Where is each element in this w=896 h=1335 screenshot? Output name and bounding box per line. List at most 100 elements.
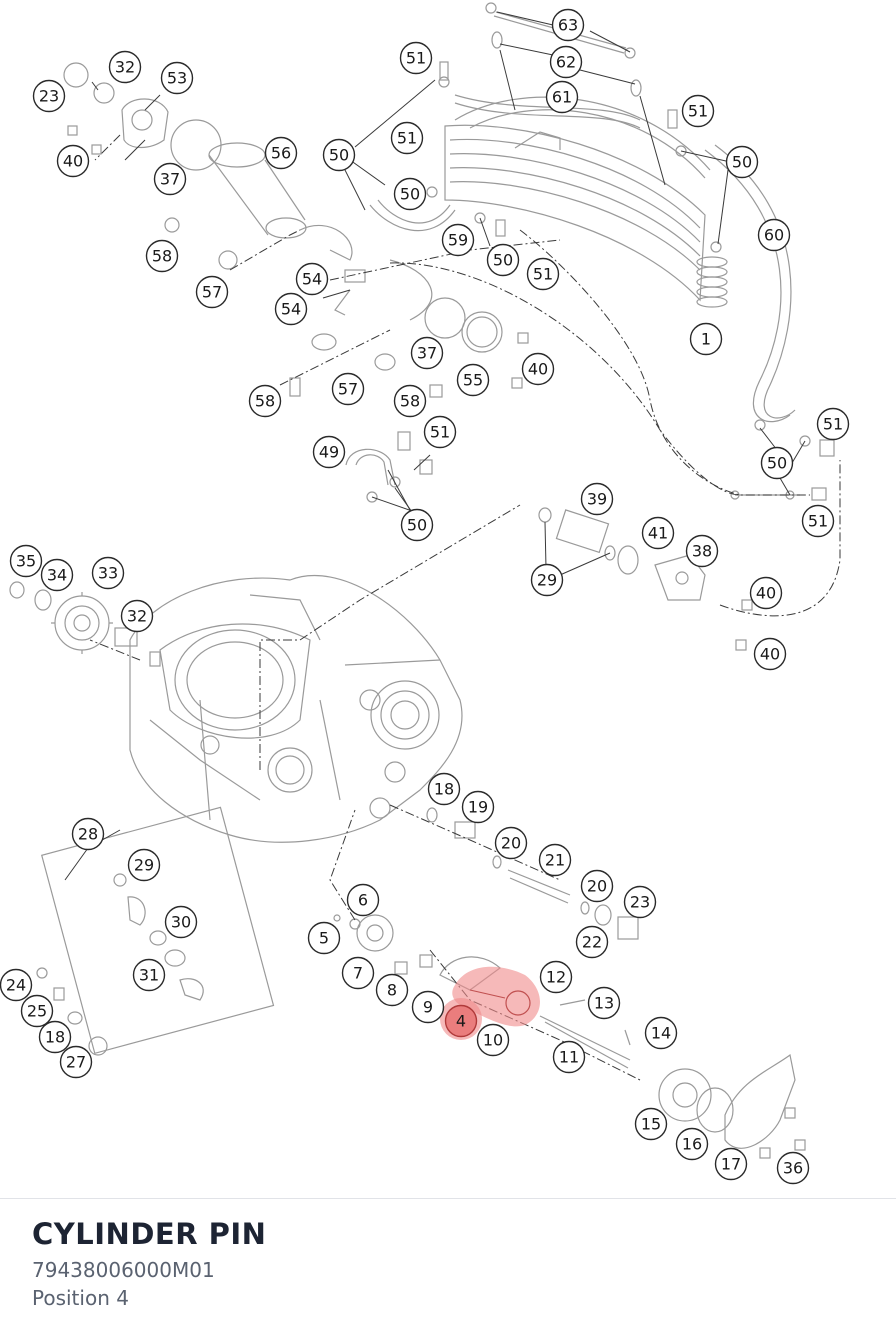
callout-50[interactable]: 50 xyxy=(760,446,794,480)
callout-circle xyxy=(634,1107,668,1141)
callout-38[interactable]: 38 xyxy=(685,534,719,568)
callout-label: 38 xyxy=(692,542,712,561)
callout-63[interactable]: 63 xyxy=(551,8,585,42)
callout-circle xyxy=(153,162,187,196)
callout-56[interactable]: 56 xyxy=(264,136,298,170)
callout-58[interactable]: 58 xyxy=(248,384,282,418)
callout-9[interactable]: 9 xyxy=(411,990,445,1024)
callout-51[interactable]: 51 xyxy=(681,94,715,128)
valve-assembly xyxy=(36,806,275,1056)
callout-20[interactable]: 20 xyxy=(580,869,614,903)
callout-34[interactable]: 34 xyxy=(40,558,74,592)
callout-50[interactable]: 50 xyxy=(486,243,520,277)
callout-29[interactable]: 29 xyxy=(530,563,564,597)
callout-8[interactable]: 8 xyxy=(375,973,409,1007)
callout-33[interactable]: 33 xyxy=(91,556,125,590)
callout-11[interactable]: 11 xyxy=(552,1040,586,1074)
callout-57[interactable]: 57 xyxy=(195,275,229,309)
callout-29[interactable]: 29 xyxy=(127,848,161,882)
callout-label: 8 xyxy=(387,981,397,1000)
callout-32[interactable]: 32 xyxy=(120,599,154,633)
callout-5[interactable]: 5 xyxy=(307,921,341,955)
callout-50[interactable]: 50 xyxy=(400,508,434,542)
callout-40[interactable]: 40 xyxy=(749,576,783,610)
callout-27[interactable]: 27 xyxy=(59,1045,93,1079)
callout-49[interactable]: 49 xyxy=(312,435,346,469)
callout-4[interactable]: 4 xyxy=(444,1004,478,1038)
callout-60[interactable]: 60 xyxy=(757,218,791,252)
callout-31[interactable]: 31 xyxy=(132,958,166,992)
callout-15[interactable]: 15 xyxy=(634,1107,668,1141)
callout-12[interactable]: 12 xyxy=(539,960,573,994)
callout-label: 32 xyxy=(115,58,135,77)
callout-21[interactable]: 21 xyxy=(538,843,572,877)
callout-40[interactable]: 40 xyxy=(56,144,90,178)
callout-circle xyxy=(545,80,579,114)
callout-circle xyxy=(400,508,434,542)
callout-36[interactable]: 36 xyxy=(776,1151,810,1185)
callout-28[interactable]: 28 xyxy=(71,817,105,851)
callout-circle xyxy=(526,257,560,291)
callout-59[interactable]: 59 xyxy=(441,223,475,257)
callout-39[interactable]: 39 xyxy=(580,482,614,516)
callout-17[interactable]: 17 xyxy=(714,1147,748,1181)
callout-35[interactable]: 35 xyxy=(9,544,43,578)
callout-label: 37 xyxy=(417,344,437,363)
oil-line-assembly xyxy=(345,419,835,503)
callout-circle xyxy=(346,883,380,917)
callout-25[interactable]: 25 xyxy=(20,994,54,1028)
callout-40[interactable]: 40 xyxy=(753,637,787,671)
callout-51[interactable]: 51 xyxy=(816,407,850,441)
callout-16[interactable]: 16 xyxy=(675,1127,709,1161)
callout-label: 29 xyxy=(134,856,154,875)
callout-6[interactable]: 6 xyxy=(346,883,380,917)
callout-54[interactable]: 54 xyxy=(274,292,308,326)
callout-circle xyxy=(757,218,791,252)
callout-circle xyxy=(264,136,298,170)
callout-13[interactable]: 13 xyxy=(587,986,621,1020)
callout-14[interactable]: 14 xyxy=(644,1016,678,1050)
callout-50[interactable]: 50 xyxy=(393,177,427,211)
callout-37[interactable]: 37 xyxy=(410,336,444,370)
callout-51[interactable]: 51 xyxy=(526,257,560,291)
callout-label: 11 xyxy=(559,1048,579,1067)
callout-20[interactable]: 20 xyxy=(494,826,528,860)
callout-label: 29 xyxy=(537,571,557,590)
callout-24[interactable]: 24 xyxy=(0,968,33,1002)
callout-19[interactable]: 19 xyxy=(461,790,495,824)
callout-51[interactable]: 51 xyxy=(423,415,457,449)
callout-41[interactable]: 41 xyxy=(641,516,675,550)
callout-18[interactable]: 18 xyxy=(427,772,461,806)
callout-label: 60 xyxy=(764,226,784,245)
callout-51[interactable]: 51 xyxy=(390,121,424,155)
callout-40[interactable]: 40 xyxy=(521,352,555,386)
callout-37[interactable]: 37 xyxy=(153,162,187,196)
callout-57[interactable]: 57 xyxy=(331,372,365,406)
callout-50[interactable]: 50 xyxy=(725,145,759,179)
callout-10[interactable]: 10 xyxy=(476,1023,510,1057)
callout-50[interactable]: 50 xyxy=(322,138,356,172)
callout-7[interactable]: 7 xyxy=(341,956,375,990)
callout-58[interactable]: 58 xyxy=(393,384,427,418)
callout-23[interactable]: 23 xyxy=(623,885,657,919)
callout-circle xyxy=(580,482,614,516)
callout-32[interactable]: 32 xyxy=(108,50,142,84)
callout-layer: 6362615151515050506059505112332534037565… xyxy=(0,8,850,1185)
callout-label: 30 xyxy=(171,913,191,932)
callout-51[interactable]: 51 xyxy=(399,41,433,75)
callout-51[interactable]: 51 xyxy=(801,504,835,538)
callout-62[interactable]: 62 xyxy=(549,45,583,79)
callout-55[interactable]: 55 xyxy=(456,363,490,397)
callout-22[interactable]: 22 xyxy=(575,925,609,959)
callout-circle xyxy=(580,869,614,903)
callout-23[interactable]: 23 xyxy=(32,79,66,113)
callout-18[interactable]: 18 xyxy=(38,1020,72,1054)
callout-61[interactable]: 61 xyxy=(545,80,579,114)
callout-58[interactable]: 58 xyxy=(145,239,179,273)
callout-label: 31 xyxy=(139,966,159,985)
callout-1[interactable]: 1 xyxy=(689,322,723,356)
callout-30[interactable]: 30 xyxy=(164,905,198,939)
callout-53[interactable]: 53 xyxy=(160,61,194,95)
callout-circle xyxy=(575,925,609,959)
callout-54[interactable]: 54 xyxy=(295,262,329,296)
